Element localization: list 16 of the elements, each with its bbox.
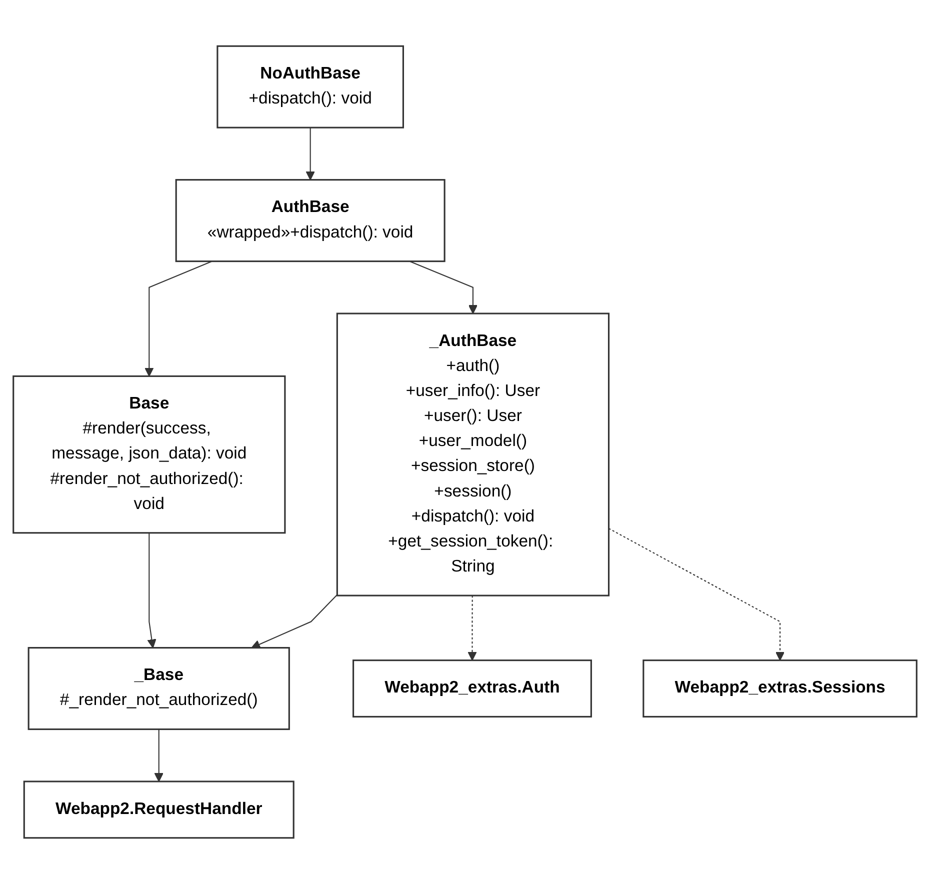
node-box: NoAuthBase +dispatch(): void <box>216 45 404 128</box>
node-box: Webapp2_extras.Sessions <box>642 660 918 718</box>
arrow <box>144 260 212 377</box>
arrow <box>409 260 478 314</box>
arrow <box>147 532 156 648</box>
node-box: _AuthBase +auth() +user_info(): User +user(): User +user_model() +session_store() +session() +dispatch(): void +get_session_token(): String <box>336 312 610 596</box>
node-box: _Base #_render_not_authorized() <box>28 647 290 730</box>
node-box: Webapp2_extras.Auth <box>352 660 592 718</box>
arrow <box>154 729 164 782</box>
arrow <box>251 594 338 649</box>
arrow <box>608 528 785 661</box>
arrow <box>468 596 477 661</box>
node-box: AuthBase «wrapped»+dispatch(): void <box>175 179 446 262</box>
arrow <box>306 128 315 180</box>
node-box: Base #render(success, message, json_data): void #render_not_authorized(): void <box>12 375 286 534</box>
node-box: Webapp2.RequestHandler <box>23 780 294 839</box>
